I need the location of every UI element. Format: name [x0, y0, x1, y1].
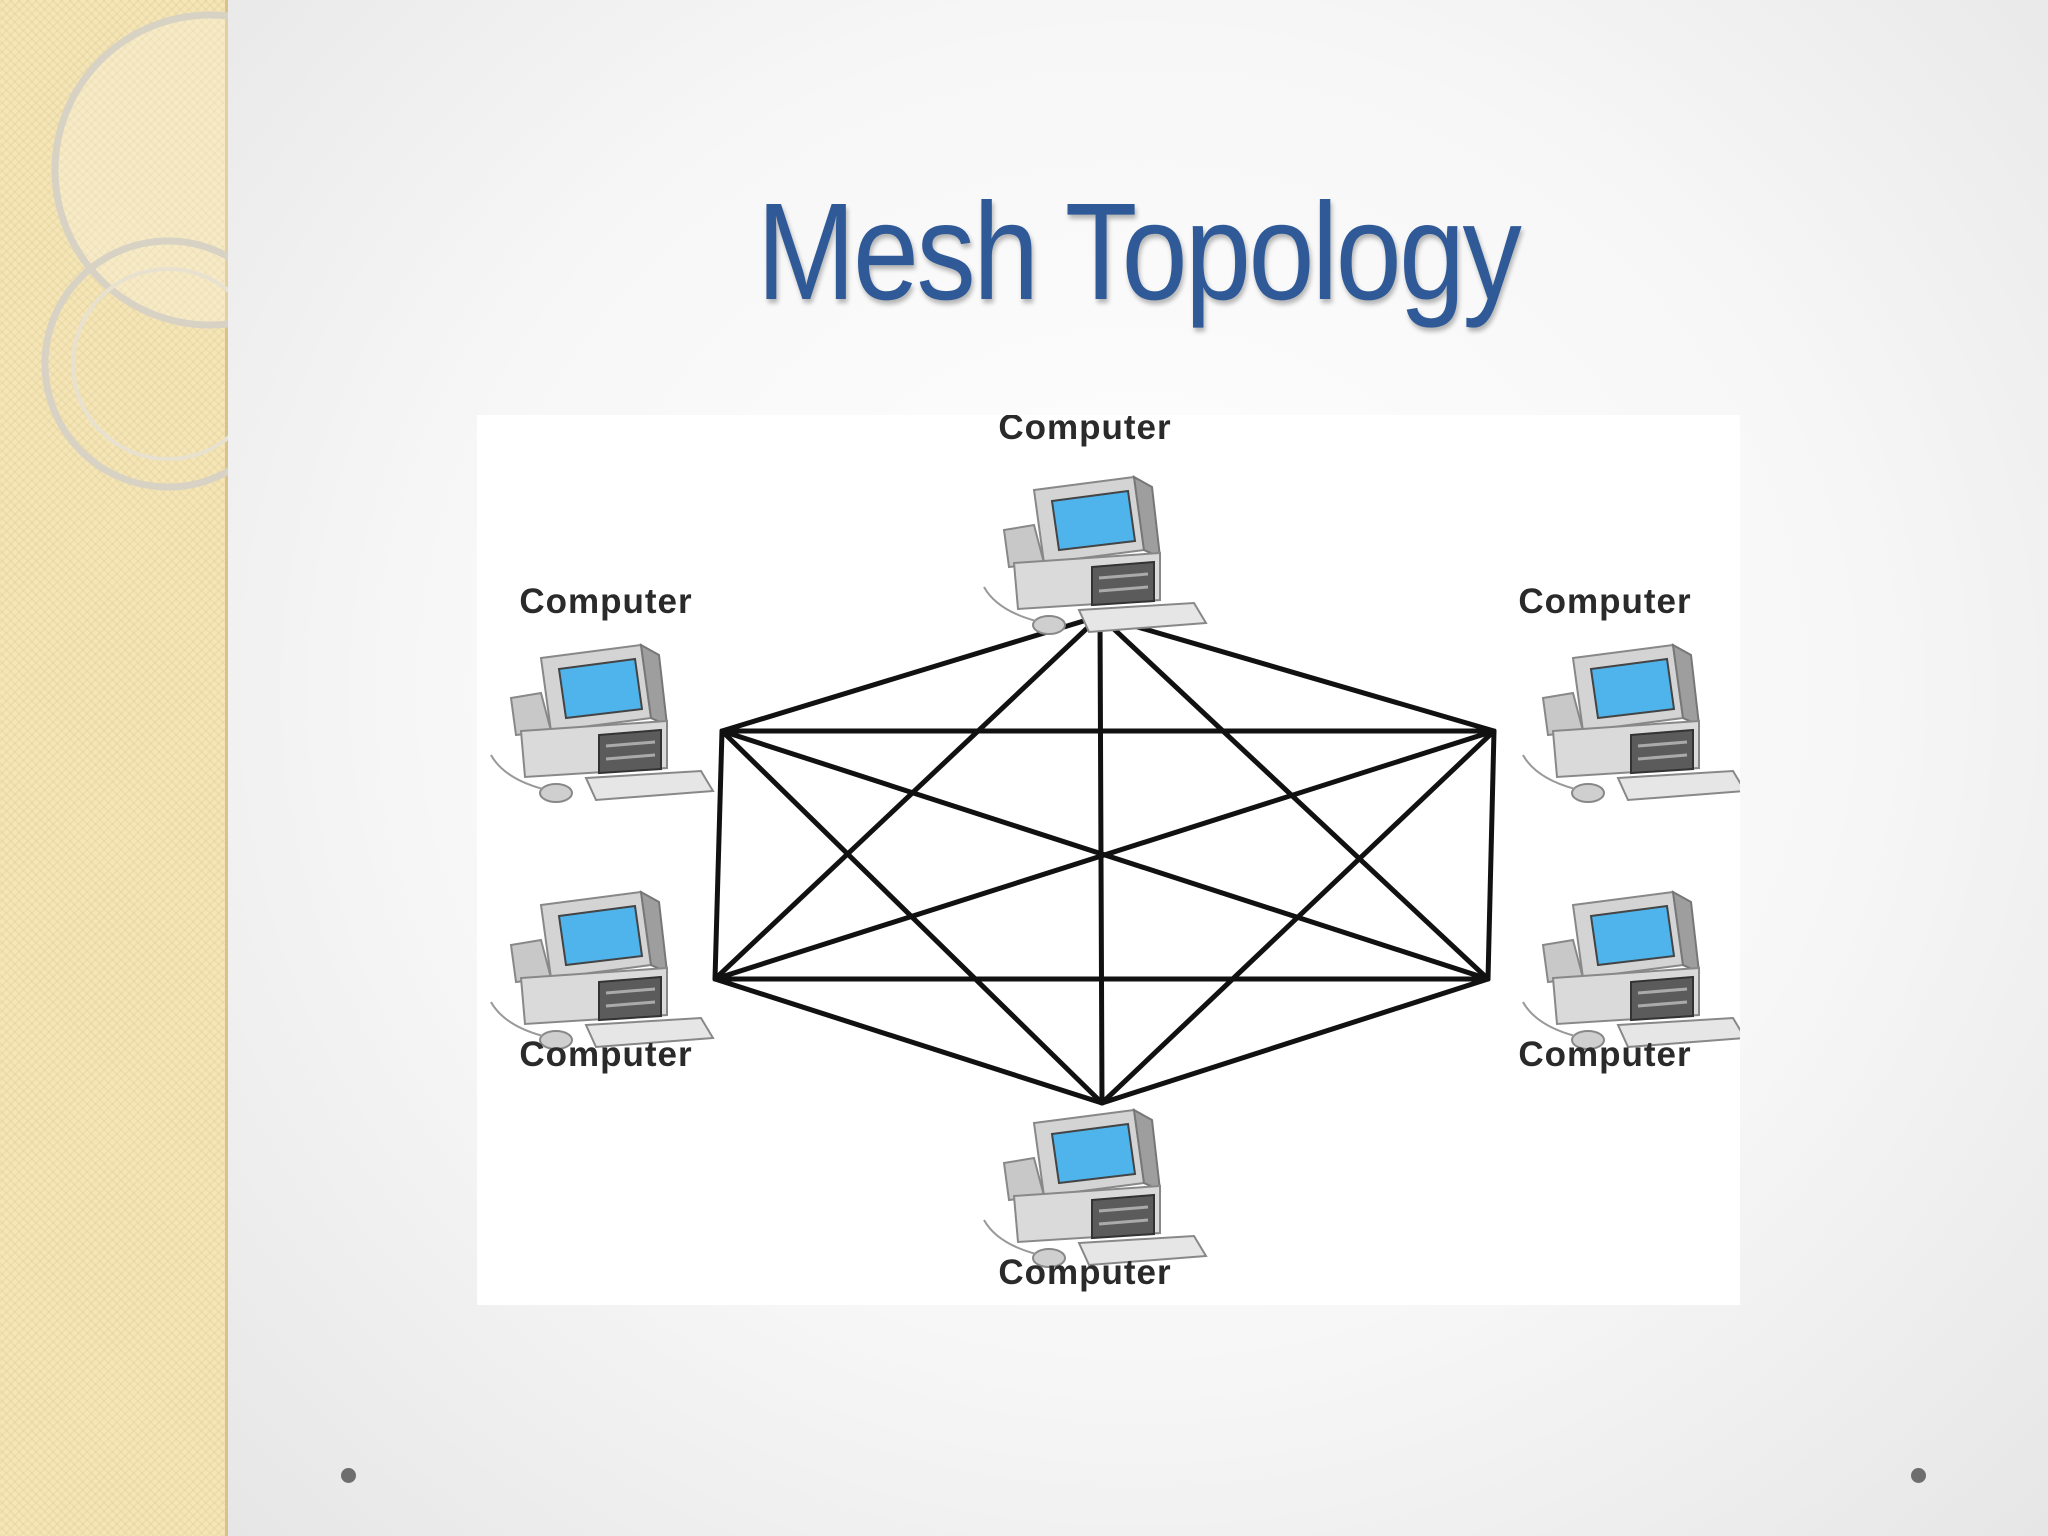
mesh-link-upper-right-bottom: [1099, 728, 1497, 1106]
computer-node-lower-left: Computer: [489, 890, 715, 1074]
computer-icon: [1521, 643, 1747, 804]
mesh-link-lower-left-bottom: [712, 976, 1105, 1106]
mesh-link-top-bottom: [1097, 613, 1105, 1106]
mesh-link-top-lower-right: [1097, 613, 1491, 982]
decorative-rings-graphic: [41, 11, 228, 491]
slide-bullet-right: [1911, 1468, 1926, 1483]
mesh-link-upper-left-lower-left: [712, 728, 725, 982]
computer-label: Computer: [1518, 582, 1691, 621]
mesh-link-upper-right-lower-left: [712, 728, 1497, 982]
links-layer: [712, 613, 1497, 1106]
mesh-link-top-lower-left: [712, 613, 1103, 982]
mesh-link-top-upper-left: [719, 613, 1103, 734]
slide-bullet-left: [341, 1468, 356, 1483]
computer-icon: [1521, 890, 1747, 1051]
computer-node-lower-right: Computer: [1518, 890, 1747, 1074]
computer-label: Computer: [998, 415, 1171, 447]
computer-icon: [489, 890, 715, 1051]
computer-label: Computer: [1518, 1035, 1691, 1074]
computer-label: Computer: [998, 1253, 1171, 1292]
computer-label: Computer: [519, 1035, 692, 1074]
mesh-link-top-upper-right: [1097, 613, 1497, 734]
computer-icon: [982, 1108, 1208, 1269]
computer-icon: [489, 643, 715, 804]
computer-node-top: Computer: [982, 408, 1208, 636]
computer-node-upper-right: Computer: [1518, 582, 1747, 804]
slide-title: Mesh Topology: [756, 175, 1522, 329]
computer-icon: [982, 475, 1208, 636]
computer-node-bottom: Computer: [982, 1108, 1208, 1292]
computer-node-upper-left: Computer: [489, 582, 715, 804]
mesh-link-upper-right-lower-right: [1485, 728, 1497, 982]
decorative-side-band: [0, 0, 228, 1536]
mesh-link-lower-right-bottom: [1099, 976, 1491, 1106]
computer-label: Computer: [519, 582, 692, 621]
